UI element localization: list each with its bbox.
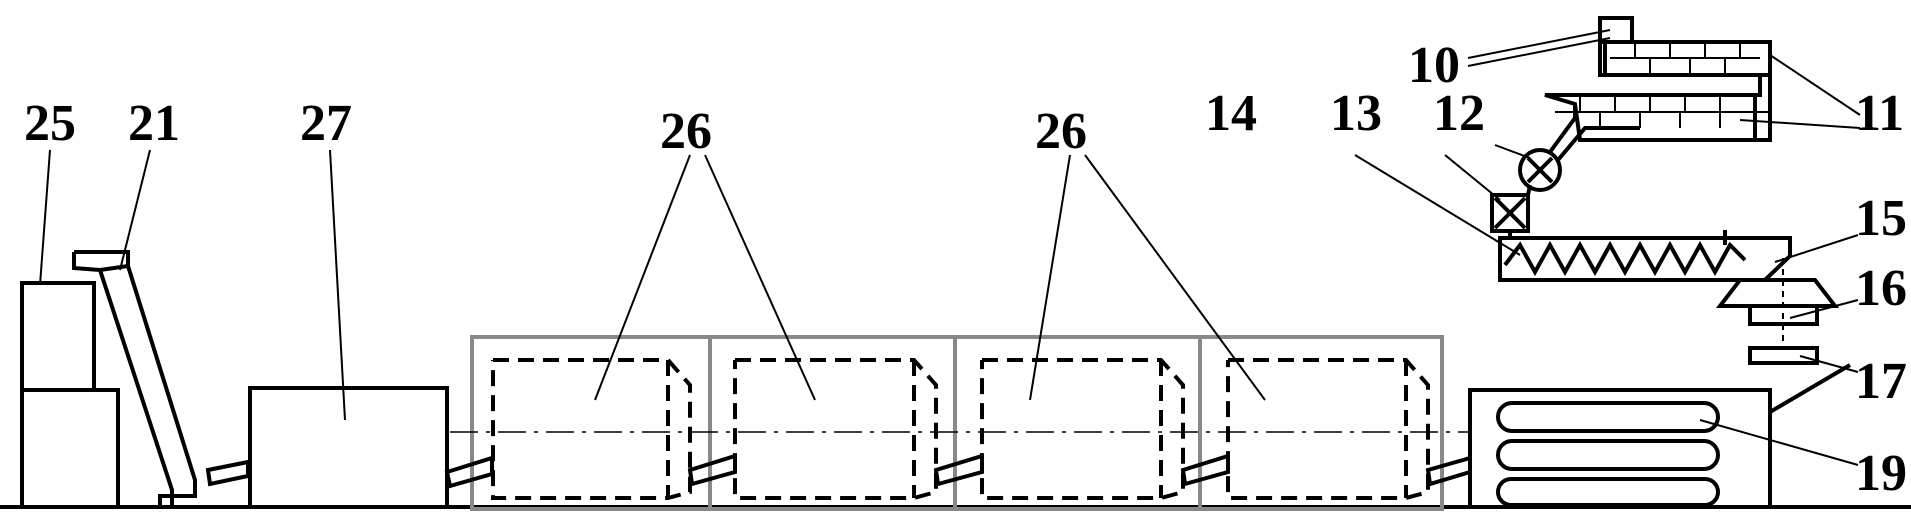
label-26-right: 26 — [1035, 103, 1087, 160]
label-25: 25 — [24, 95, 76, 152]
label-17: 17 — [1855, 353, 1907, 410]
brick-chamber-11 — [1544, 40, 1772, 142]
label-12: 12 — [1433, 85, 1485, 142]
label-26-left: 26 — [660, 103, 712, 160]
inclined-elevator-21 — [72, 250, 197, 507]
drum-26-1 — [491, 358, 692, 500]
chute-26a-26b — [687, 453, 737, 487]
drum-housing — [470, 335, 1444, 511]
label-19: 19 — [1855, 445, 1907, 502]
storage-bin-25 — [20, 281, 120, 509]
leader-lines — [39, 29, 1861, 466]
chute-26d-19 — [1425, 455, 1472, 487]
label-16: 16 — [1855, 260, 1907, 317]
plate-17 — [1748, 346, 1819, 365]
drum-26-2 — [733, 358, 938, 500]
valve-13 — [1490, 193, 1530, 238]
label-14: 14 — [1205, 85, 1257, 142]
label-27: 27 — [300, 95, 352, 152]
label-21: 21 — [128, 95, 180, 152]
rotary-valve-12 — [1518, 104, 1640, 196]
unit-27 — [248, 386, 449, 509]
hopper-16 — [1715, 258, 1840, 345]
label-10: 10 — [1408, 37, 1460, 94]
drum-26-4 — [1226, 358, 1430, 500]
chute-26b-26c — [933, 453, 984, 487]
vent-10 — [1598, 16, 1634, 44]
label-11: 11 — [1855, 85, 1904, 142]
drum-26-3 — [980, 358, 1185, 500]
screw-conveyor-14 — [1498, 230, 1792, 282]
label-15: 15 — [1855, 190, 1907, 247]
chute-26c-26d — [1180, 453, 1230, 487]
cooler-19 — [1468, 363, 1852, 509]
label-13: 13 — [1330, 85, 1382, 142]
chute-27-26a — [444, 455, 494, 489]
pipe-21-27 — [205, 459, 250, 487]
